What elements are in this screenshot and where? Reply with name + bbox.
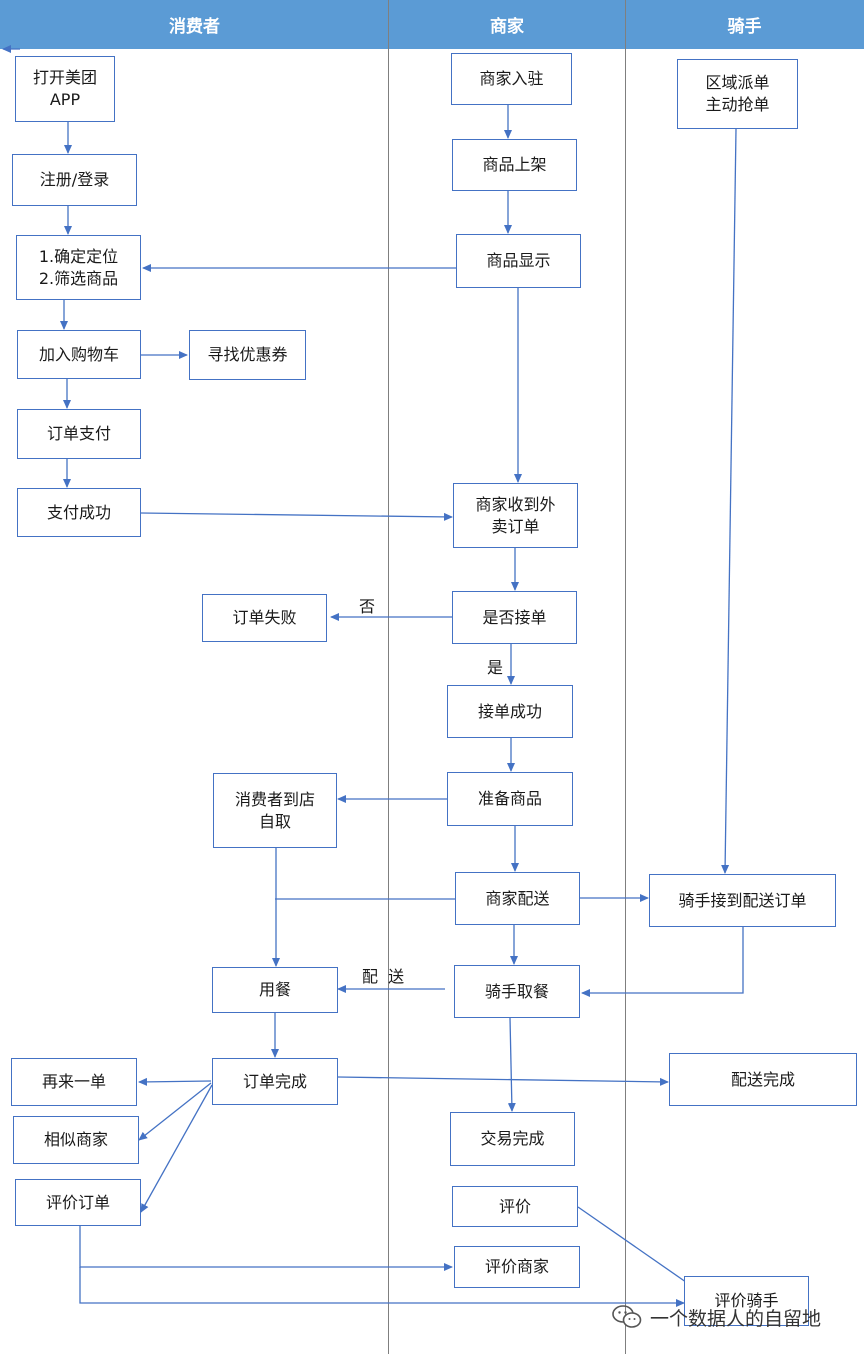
node-add-cart: 加入购物车 bbox=[17, 330, 141, 379]
node-merchant-delivery: 商家配送 bbox=[455, 872, 580, 925]
node-locate-filter: 1.确定定位 2.筛选商品 bbox=[16, 235, 141, 300]
edge-rider-riderpickup bbox=[581, 927, 744, 997]
lane-header-rider: 骑手 bbox=[625, 0, 864, 49]
lane-divider-2 bbox=[625, 0, 626, 1354]
node-rider-receive: 骑手接到配送订单 bbox=[649, 874, 836, 927]
node-self-pickup: 消费者到店 自取 bbox=[213, 773, 337, 848]
node-show-products: 商品显示 bbox=[456, 234, 581, 288]
edge-complete-rate-order bbox=[140, 1084, 213, 1213]
node-list-products: 商品上架 bbox=[452, 139, 577, 191]
node-dine: 用餐 bbox=[212, 967, 338, 1013]
node-reorder: 再来一单 bbox=[11, 1058, 137, 1106]
edge-label-no: 否 bbox=[359, 597, 376, 616]
edge-label-yes: 是 bbox=[487, 658, 504, 677]
node-rate: 评价 bbox=[452, 1186, 578, 1227]
node-register-login: 注册/登录 bbox=[12, 154, 137, 206]
node-order-failed: 订单失败 bbox=[202, 594, 327, 642]
node-order-pay: 订单支付 bbox=[17, 409, 141, 459]
node-rate-order: 评价订单 bbox=[15, 1179, 141, 1226]
watermark-text: 一个数据人的自留地 bbox=[650, 1307, 822, 1330]
node-order-complete: 订单完成 bbox=[212, 1058, 338, 1105]
edge-complete-deliverycomplete bbox=[337, 1076, 669, 1086]
node-trade-complete: 交易完成 bbox=[450, 1112, 575, 1166]
node-pay-success: 支付成功 bbox=[17, 488, 141, 537]
node-find-coupon: 寻找优惠券 bbox=[189, 330, 306, 380]
edge-success-receive bbox=[140, 512, 453, 521]
node-rate-rider: 评价骑手 bbox=[684, 1276, 809, 1326]
node-rider-pickup: 骑手取餐 bbox=[454, 965, 580, 1018]
edge-complete-reorder bbox=[138, 1077, 212, 1086]
watermark: 一个数据人的自留地 bbox=[612, 1302, 821, 1332]
edge-dispatch-rider bbox=[721, 128, 737, 874]
node-similar-merchants: 相似商家 bbox=[13, 1116, 139, 1164]
node-delivery-complete: 配送完成 bbox=[669, 1053, 857, 1106]
node-merchant-join: 商家入驻 bbox=[451, 53, 572, 105]
node-rate-merchant: 评价商家 bbox=[454, 1246, 580, 1288]
node-receive-order: 商家收到外 卖订单 bbox=[453, 483, 578, 548]
edge-rate-order-rider bbox=[79, 1267, 685, 1307]
wechat-icon bbox=[612, 1305, 642, 1328]
node-dispatch: 区域派单 主动抢单 bbox=[677, 59, 798, 129]
node-open-app: 打开美团 APP bbox=[15, 56, 115, 122]
lane-header-consumer: 消费者 bbox=[0, 0, 389, 49]
node-prepare-goods: 准备商品 bbox=[447, 772, 573, 826]
edge-rate-order-merchant bbox=[79, 1226, 453, 1271]
lane-divider-1 bbox=[388, 0, 389, 1354]
edge-complete-similar bbox=[138, 1082, 212, 1141]
edge-label-deliver: 配 送 bbox=[362, 967, 405, 986]
edge-riderpickup-trade bbox=[507, 1017, 516, 1112]
node-accept-decision: 是否接单 bbox=[452, 591, 577, 644]
node-accept-success: 接单成功 bbox=[447, 685, 573, 738]
lane-header-merchant: 商家 bbox=[389, 0, 625, 49]
